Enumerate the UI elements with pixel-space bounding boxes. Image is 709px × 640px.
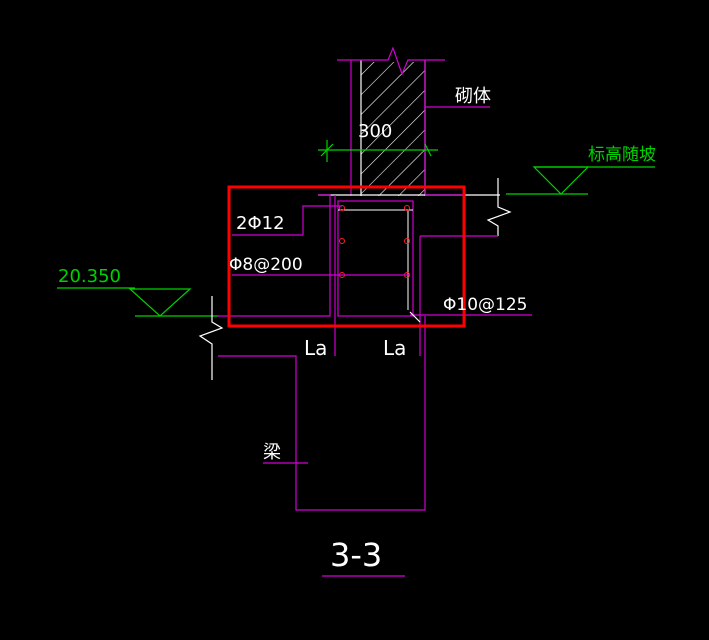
masonry-wall: [337, 46, 445, 196]
slab-lines: [318, 178, 512, 236]
section-title: 3-3: [330, 536, 382, 574]
bar-leaders: [232, 205, 532, 323]
slab-bars-label: Φ10@125: [443, 295, 527, 315]
slab-break-left: [198, 296, 224, 380]
wall-width-dimension: [318, 140, 438, 162]
anchor-right-label: La: [383, 336, 406, 360]
stirrup-label: Φ8@200: [229, 255, 303, 275]
rebar-dot: [404, 238, 410, 244]
highlight-box: [227, 185, 466, 328]
wall-width-label: 300: [358, 121, 392, 142]
rebar-dot: [339, 238, 345, 244]
wall-break-line: [337, 46, 445, 76]
stirrup-outline: [337, 200, 414, 317]
beam-label: 梁: [263, 442, 281, 463]
elevation-note-label: 标高随坡: [588, 145, 656, 165]
masonry-label: 砌体: [455, 86, 491, 107]
elevation-marker-left: [57, 287, 224, 380]
reinforcement: [337, 200, 414, 317]
anchor-left-label: La: [304, 336, 327, 360]
slab-break-right: [486, 178, 512, 236]
elevation-marker-right: [506, 166, 655, 195]
slab-elevation-label: 20.350: [58, 266, 121, 287]
beam-outline: [218, 194, 498, 511]
top-bars-label: 2Φ12: [236, 213, 285, 234]
rebar-dot: [404, 205, 410, 211]
